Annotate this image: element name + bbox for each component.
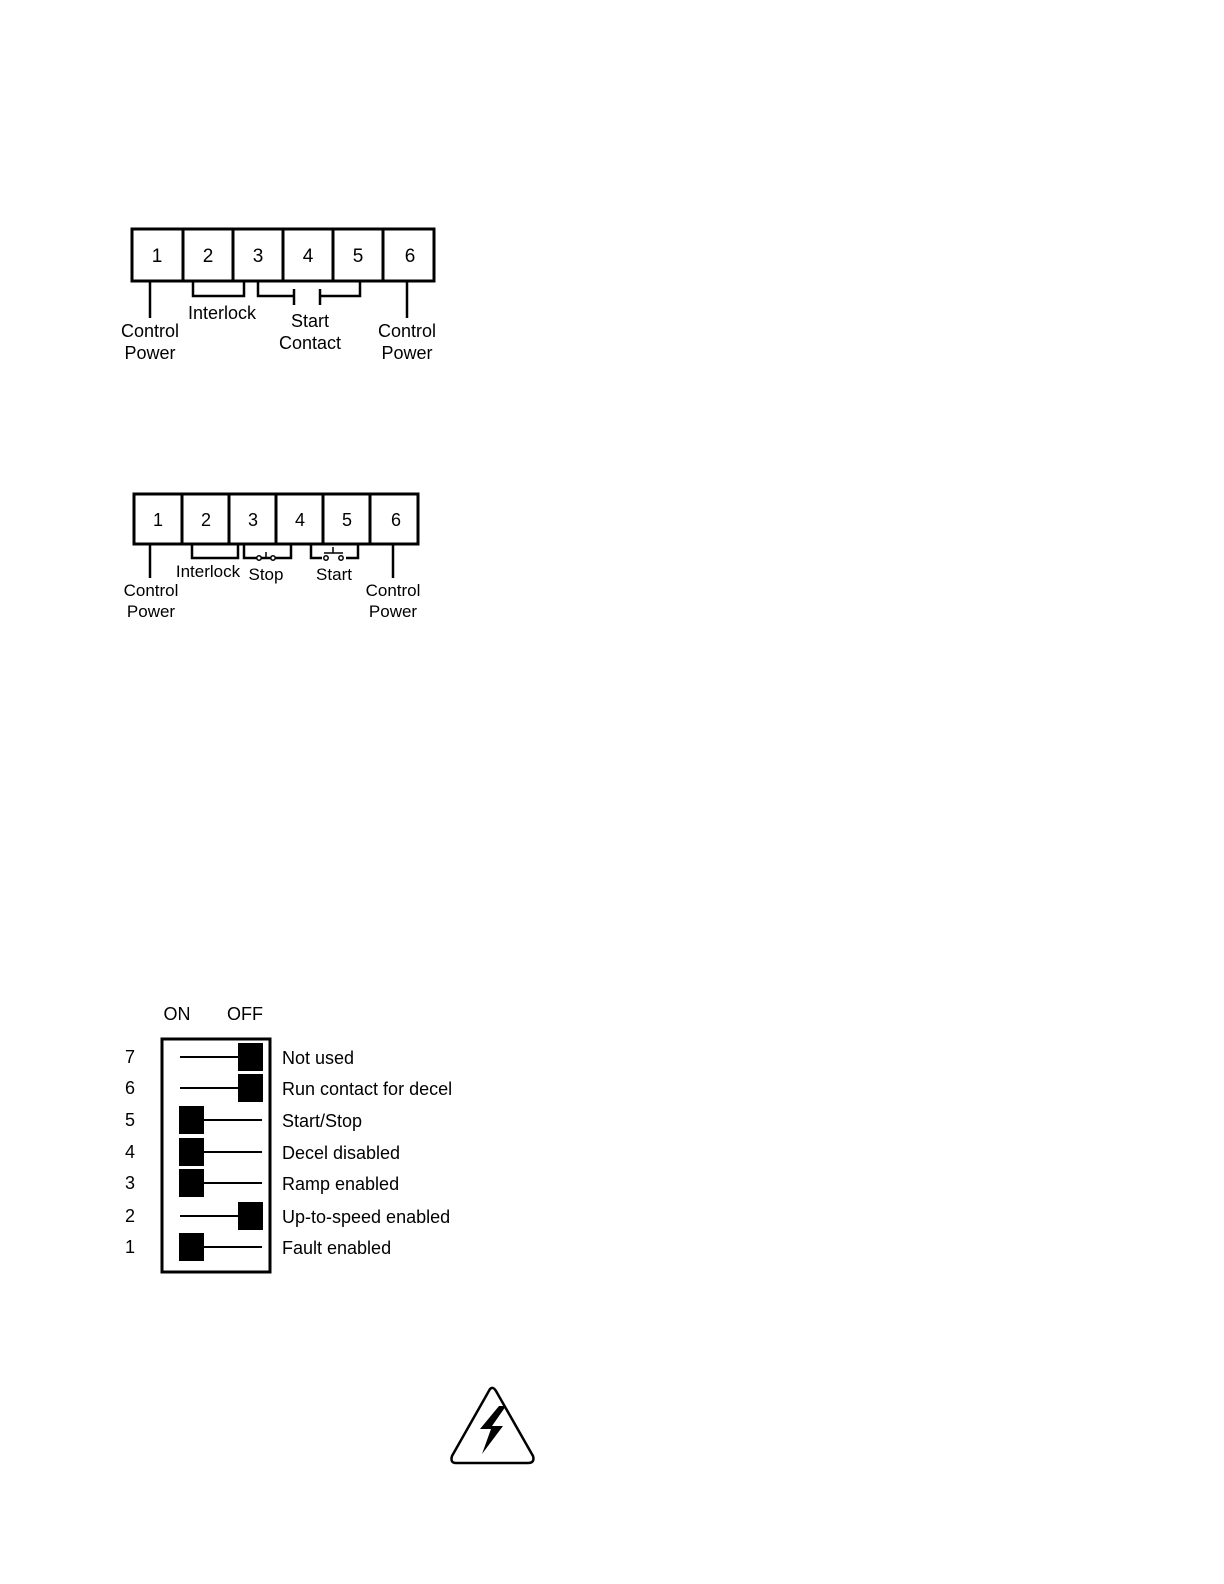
dip-switch-label: Start/Stop xyxy=(282,1111,362,1131)
dip-switch-label: Up-to-speed enabled xyxy=(282,1207,450,1227)
dip-switch-number: 7 xyxy=(125,1047,135,1067)
terminal-2-number: 2 xyxy=(203,246,214,267)
dip-switch-housing xyxy=(162,1039,270,1272)
dip-switch-number: 4 xyxy=(125,1142,135,1162)
dip-switch-1: 1 Fault enabled xyxy=(125,1233,391,1261)
terminal-3-number: 3 xyxy=(253,246,264,267)
terminal-4-number: 4 xyxy=(303,246,314,267)
start-label: Start xyxy=(316,565,352,584)
dip-switch-3: 3 Ramp enabled xyxy=(125,1169,399,1197)
dip-switch-2: 2 Up-to-speed enabled xyxy=(125,1202,450,1230)
dip-header-on: ON xyxy=(164,1004,191,1024)
dip-switch-label: Run contact for decel xyxy=(282,1079,452,1099)
dip-switch-label: Not used xyxy=(282,1048,354,1068)
control-power-right-line2: Power xyxy=(381,343,432,363)
start-contact-line1: Start xyxy=(291,311,329,331)
dip-switch-4: 4 Decel disabled xyxy=(125,1138,400,1166)
dip-switch-number: 3 xyxy=(125,1173,135,1193)
dip-switch-number: 2 xyxy=(125,1206,135,1226)
terminal-4-number: 4 xyxy=(295,510,305,530)
terminal-5-number: 5 xyxy=(342,510,352,530)
terminal-1-number: 1 xyxy=(152,246,163,267)
stop-label: Stop xyxy=(249,565,284,584)
dip-switch-label: Ramp enabled xyxy=(282,1174,399,1194)
dip-switch-actuator xyxy=(238,1043,263,1071)
dip-switch-actuator xyxy=(179,1169,204,1197)
terminal-1-number: 1 xyxy=(153,510,163,530)
terminal-5-number: 5 xyxy=(353,246,364,267)
interlock-label: Interlock xyxy=(188,303,257,323)
dip-switch-number: 6 xyxy=(125,1078,135,1098)
control-power-left-line1: Control xyxy=(121,321,179,341)
terminal-6-number: 6 xyxy=(391,510,401,530)
control-power-left-line1: Control xyxy=(124,581,179,600)
dip-switch-actuator xyxy=(179,1233,204,1261)
terminal-diagram-2: 1 2 3 4 5 6 Control Power Interlock Stop… xyxy=(124,494,421,621)
dip-switch-actuator xyxy=(179,1106,204,1134)
control-power-right-line1: Control xyxy=(378,321,436,341)
control-power-left-line2: Power xyxy=(127,602,176,621)
terminal-2-number: 2 xyxy=(201,510,211,530)
dip-switch-diagram: ON OFF 7 Not used 6 Run contact for decel 5 S… xyxy=(125,1004,452,1272)
terminal-3-number: 3 xyxy=(248,510,258,530)
dip-switch-actuator xyxy=(179,1138,204,1166)
dip-switch-label: Fault enabled xyxy=(282,1238,391,1258)
control-power-left-line2: Power xyxy=(124,343,175,363)
dip-switch-number: 5 xyxy=(125,1110,135,1130)
dip-switch-label: Decel disabled xyxy=(282,1143,400,1163)
dip-switch-6: 6 Run contact for decel xyxy=(125,1074,452,1102)
terminal-6-number: 6 xyxy=(405,246,416,267)
interlock-label: Interlock xyxy=(176,562,241,581)
dip-switch-number: 1 xyxy=(125,1237,135,1257)
terminal-diagram-1: 1 2 3 4 5 6 Control Power Interlock Star… xyxy=(121,229,436,363)
dip-header-off: OFF xyxy=(227,1004,263,1024)
dip-switch-actuator xyxy=(238,1074,263,1102)
high-voltage-warning-icon xyxy=(452,1388,534,1463)
control-power-right-line2: Power xyxy=(369,602,418,621)
control-power-right-line1: Control xyxy=(366,581,421,600)
dip-switch-7: 7 Not used xyxy=(125,1043,354,1071)
dip-switch-actuator xyxy=(238,1202,263,1230)
start-contact-line2: Contact xyxy=(279,333,341,353)
